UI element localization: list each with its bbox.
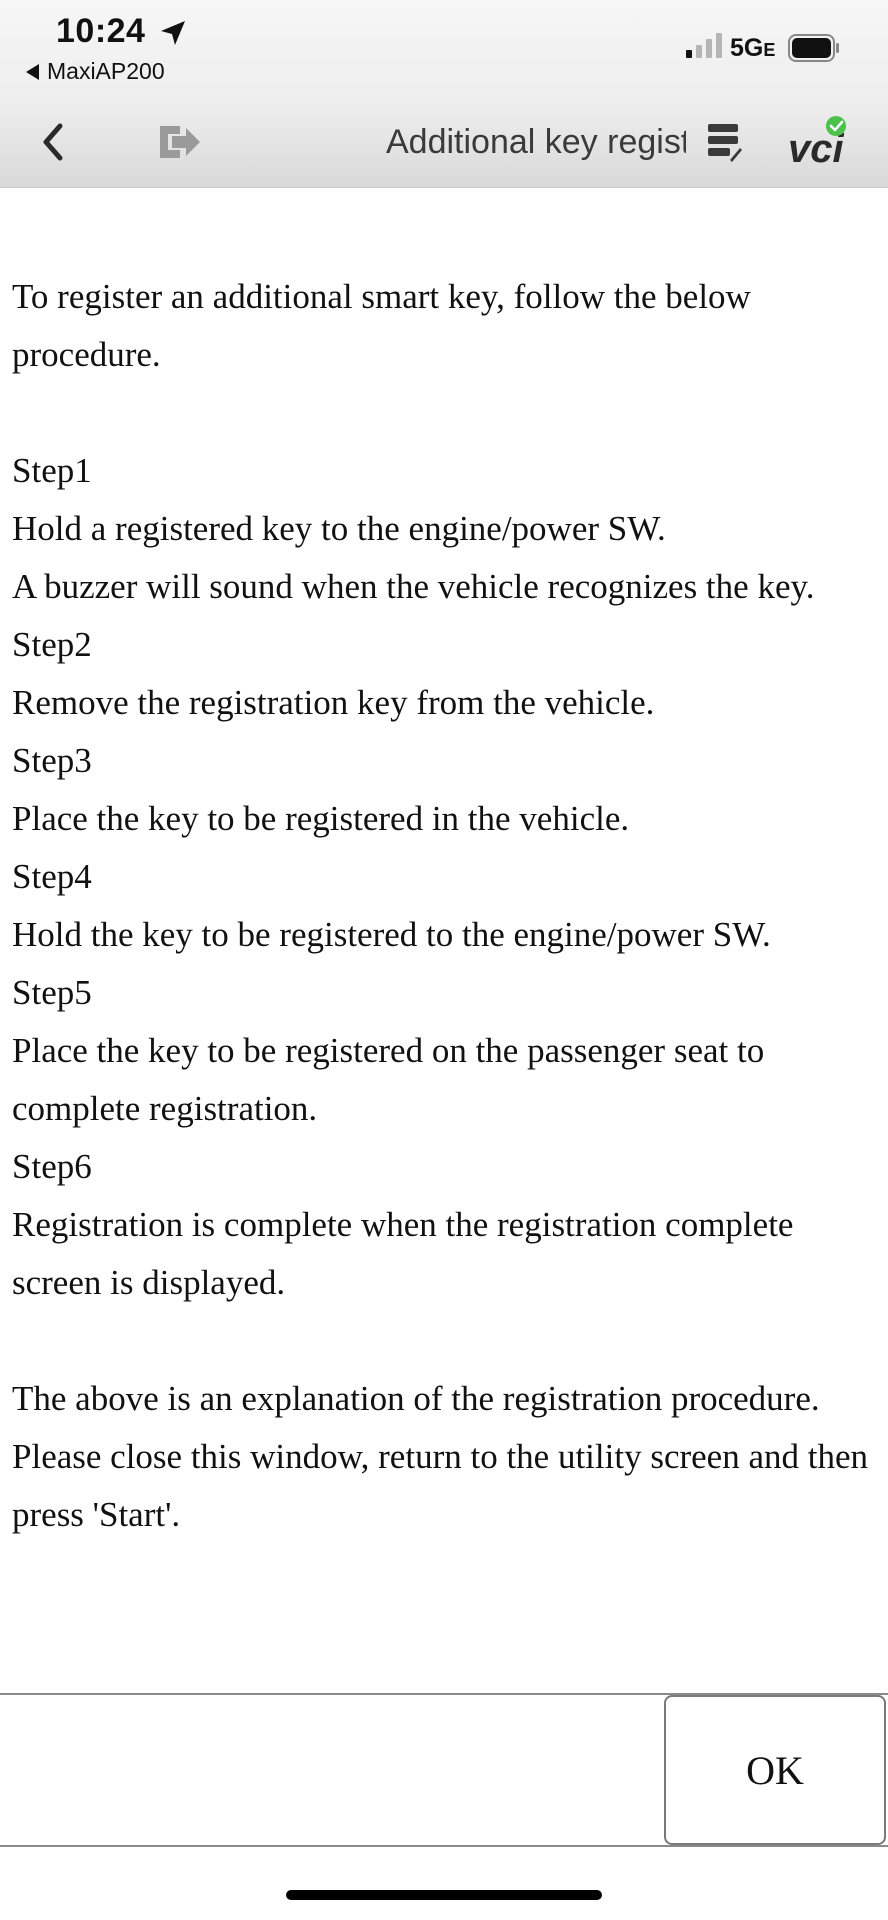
step-text: Place the key to be registered in the ve… [12,799,630,838]
vci-status-icon[interactable]: vci [786,114,850,170]
step-label: Step2 [12,625,92,664]
toolbar: Additional key registration vci [0,100,888,188]
step-label: Step4 [12,857,92,896]
step-label: Step5 [12,973,92,1012]
back-app-label: MaxiAP200 [47,58,165,84]
page-title: Additional key registration [386,123,686,161]
step-text: Registration is complete when the regist… [12,1205,794,1302]
ok-button[interactable]: OK [664,1695,886,1845]
procedure-text: To register an additional smart key, fol… [12,268,878,1544]
status-time: 10:24 [56,12,146,50]
step-text: Remove the registration key from the veh… [12,683,655,722]
network-suffix: E [763,40,776,60]
step-text: A buzzer will sound when the vehicle rec… [12,567,815,606]
step-text: Hold the key to be registered to the eng… [12,915,771,954]
signal-bars-icon [686,33,722,58]
network-type: 5G [730,34,764,62]
app-header: 10:24 MaxiAP200 5GE Additional key regis… [0,0,888,188]
network-indicator: 5GE [730,34,775,63]
step-text: Place the key to be registered on the pa… [12,1031,765,1128]
back-to-app-link[interactable]: MaxiAP200 [26,58,165,85]
chevron-left-icon[interactable] [36,120,70,164]
outro-text: The above is an explanation of the regis… [12,1379,868,1534]
home-indicator[interactable] [286,1890,602,1900]
location-arrow-icon [161,21,185,45]
step-label: Step3 [12,741,92,780]
intro-text: To register an additional smart key, fol… [12,277,751,374]
exit-icon[interactable] [156,122,202,162]
step-text: Hold a registered key to the engine/powe… [12,509,666,548]
step-label: Step1 [12,451,92,490]
report-icon[interactable] [706,122,742,164]
step-label: Step6 [12,1147,92,1186]
battery-icon [788,34,839,62]
back-triangle-icon [26,63,39,80]
